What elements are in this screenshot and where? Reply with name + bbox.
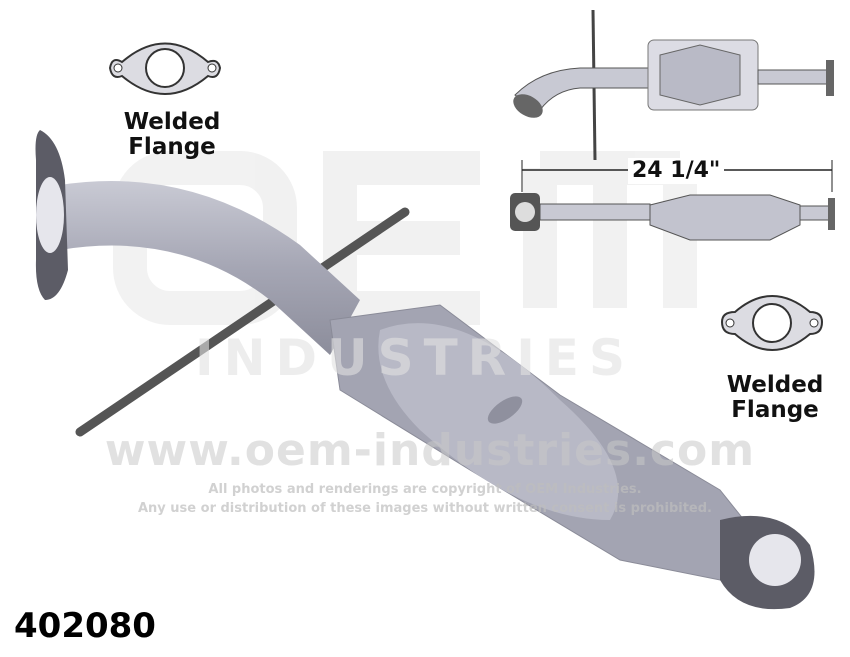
watermark-brand: INDUSTRIES — [195, 329, 635, 387]
side-view-diagram-top — [513, 9, 834, 161]
welded-flange-label-right: Welded Flange — [715, 373, 835, 423]
main-converter-render — [35, 130, 815, 610]
part-number: 402080 — [14, 606, 156, 646]
label-line: Flange — [128, 134, 216, 160]
dimension-label: 24 1/4" — [628, 158, 725, 184]
side-view-diagram-bottom — [510, 193, 835, 241]
watermark-copyright-2: Any use or distribution of these images … — [137, 501, 712, 516]
welded-flange-label-left: Welded Flange — [112, 110, 232, 160]
label-line: Flange — [731, 397, 819, 423]
watermark-copyright-1: All photos and renderings are copyright … — [208, 482, 642, 497]
label-line: Welded — [726, 372, 824, 398]
flange-gasket-icon-top-left — [108, 42, 222, 95]
watermark-url: www.oem-industries.com — [104, 425, 756, 476]
label-line: Welded — [123, 109, 221, 135]
flange-gasket-icon-right — [720, 295, 824, 351]
